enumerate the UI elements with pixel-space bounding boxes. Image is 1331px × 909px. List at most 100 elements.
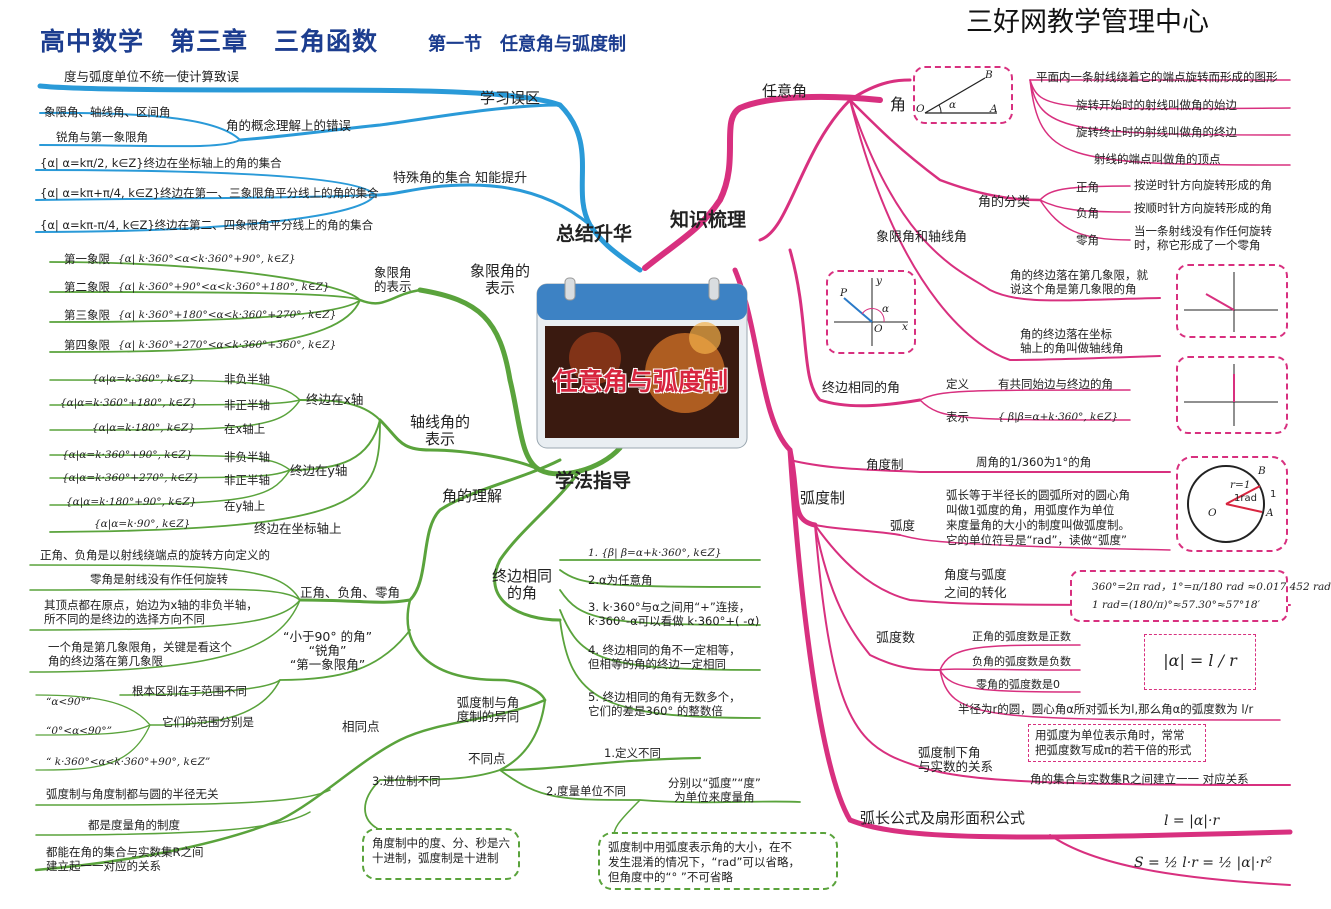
class-desc: 当一条射线没有作任何旋转 时，称它形成了一个零角	[1134, 224, 1272, 252]
special-label: 特殊角的集合 知能提升	[393, 171, 528, 186]
quadrant-sub: 象限角的表示	[374, 265, 412, 294]
quad-axis-label: 象限角和轴线角	[876, 230, 968, 245]
class-desc: 按顺时针方向旋转形成的角	[1134, 201, 1272, 215]
signs-item: 正角、负角是以射线绕端点的旋转方向定义的	[40, 548, 270, 562]
quadrant-label: 象限角的表示	[470, 262, 531, 297]
same-item: 都能在角的集合与实数集R之间 建立起一一对应的关系	[46, 845, 204, 873]
branch-method: 学法指导	[555, 470, 632, 492]
any-angle-label: 任意角	[762, 82, 808, 100]
angle-label: 角	[890, 95, 907, 114]
axis-def: 角的终边落在坐标 轴上的角叫做轴线角	[1020, 327, 1124, 355]
fig-label: 1	[1270, 489, 1277, 500]
quad-def: 角的终边落在第几象限，就 说这个角是第几象限的角	[1010, 268, 1148, 296]
center-image-text: 任意角与弧度制	[553, 367, 729, 396]
axis-name: 非正半轴	[224, 473, 270, 487]
radian-count-item: 负角的弧度数是负数	[972, 655, 1071, 668]
fig-label: y	[876, 275, 882, 287]
quadrant-diagram-icon	[1184, 272, 1278, 332]
angle-def: 平面内一条射线绕着它的端点旋转而形成的图形	[1036, 70, 1278, 84]
acute-range: “ k·360°<α<k·360°+90°, k∈Z”	[46, 756, 211, 768]
axis-expr: {α|α=k·180°, k∈Z}	[92, 422, 195, 434]
angle-def: 射线的端点叫做角的顶点	[1094, 152, 1221, 166]
angle-def: 旋转终止时的射线叫做角的终边	[1076, 125, 1237, 139]
coterminal-item: 4. 终边相同的角不一定相等， 但相等的角的终边一定相同	[588, 643, 741, 671]
fig-label: A	[1266, 507, 1274, 519]
area-formula: S = ½ l·r = ½ |α|·r²	[1134, 855, 1273, 871]
arc-formula: l = |α|·r	[1164, 813, 1220, 829]
circle-figure: B r=1 1rad 1 O A	[1176, 456, 1288, 552]
axis-name: 在y轴上	[224, 499, 266, 513]
axis-figure	[1176, 356, 1288, 434]
class-desc: 按逆时针方向旋转形成的角	[1134, 178, 1272, 192]
axis-expr: {α|α=k·360°, k∈Z}	[92, 373, 195, 385]
abs-formula: |α| = l / r	[1144, 634, 1256, 690]
special-item: {α| α=kπ/2, k∈Z}终边在坐标轴上的角的集合	[40, 156, 282, 170]
conversion-2: 1 rad=(180/π)°≈57.30°≈57°18′	[1092, 599, 1260, 611]
fig-label: x	[902, 321, 908, 333]
quadrant-name: 第四象限	[64, 338, 110, 352]
y-axis-label: 终边在y轴	[290, 463, 348, 478]
fig-label: B	[985, 69, 993, 81]
signs-label: 正角、负角、零角	[300, 585, 401, 600]
quadrant-expr: {α| k·360°+180°<α<k·360°+270°, k∈Z}	[118, 309, 337, 321]
conversion-1: 360°=2π rad，1°=π/180 rad ≈0.017 452 rad	[1092, 581, 1331, 593]
signs-item: 一个角是第几象限角，关键是看这个 角的终边落在第几象限	[48, 640, 232, 668]
diff-box-left: 角度制中的度、分、秒是六 十进制，弧度制是十进制	[362, 828, 520, 880]
radian-def: 弧长等于半径长的圆弧所对的圆心角 叫做1弧度的角，用弧度作为单位 来度量角的大小…	[946, 488, 1130, 547]
center-image: 任意角与弧度制	[535, 277, 749, 450]
axis-expr: {α|α=k·90°, k∈Z}	[94, 518, 191, 530]
radian-count-item: 零角的弧度数是0	[976, 678, 1060, 691]
special-item: {α| α=kπ-π/4, k∈Z}终边在第二、四象限角平分线上的角的集合	[40, 218, 374, 232]
axis-label: 轴线角的表示	[410, 413, 471, 448]
arc-label: 弧长公式及扇形面积公式	[860, 809, 1026, 827]
quadrant-figure	[1176, 264, 1288, 338]
axis-diagram-icon	[1184, 364, 1278, 426]
coterminal-item: 3. k·360°与α之间用“+”连接， k·360°-α可以看做 k·360°…	[588, 600, 760, 628]
fig-label: A	[990, 103, 998, 115]
k-coterminal-def-name: 定义	[946, 377, 969, 391]
org-name: 三好网教学管理中心	[966, 7, 1209, 38]
coterminal-item: 2.α为任意角	[588, 573, 653, 587]
mistake-concept-item: 锐角与第一象限角	[56, 130, 148, 144]
coordinate-diagram-icon	[834, 278, 908, 346]
radian-system-label: 弧度制	[800, 489, 846, 507]
axis-expr: {α|α=k·360°+180°, k∈Z}	[60, 397, 198, 409]
quadrant-name: 第三象限	[64, 308, 110, 322]
acute-range-label: 它们的范围分别是	[162, 715, 254, 729]
quadrant-name: 第一象限	[64, 252, 110, 266]
mistake-concept-label: 角的概念理解上的错误	[226, 118, 352, 133]
real-def: 角的集合与实数集R之间建立一一 对应关系	[1030, 772, 1249, 786]
signs-item: 零角是射线没有作任何旋转	[90, 572, 228, 586]
mistakes-label: 学习误区	[480, 89, 541, 107]
special-item: {α| α=kπ+π/4, k∈Z}终边在第一、三象限角平分线上的角的集合	[40, 186, 379, 200]
fig-label: O	[916, 103, 925, 115]
real-note: 用弧度为单位表示角时，常常 把弧度数写成π的若干倍的形式	[1028, 724, 1206, 762]
fig-label: 1rad	[1234, 493, 1257, 504]
mistake-concept-item: 象限角、轴线角、区间角	[44, 105, 171, 119]
degree-def: 周角的1/360为1°的角	[976, 455, 1092, 469]
coterminal-item: 1. {β| β=α+k·360°, k∈Z}	[588, 547, 722, 559]
page-subtitle: 第一节 任意角与弧度制	[428, 34, 626, 55]
diff-item: 2.度量单位不同	[546, 784, 626, 798]
conversion-label: 角度与弧度 之间的转化	[944, 567, 1007, 600]
radian-count-label: 弧度数	[876, 631, 916, 646]
signs-item: 其顶点都在原点，始边为x轴的非负半轴， 所不同的是终边的选择方向不同	[44, 598, 258, 626]
axis-name: 终边在坐标轴上	[254, 521, 342, 536]
mistake-unit: 度与弧度单位不统一使计算致误	[64, 69, 240, 84]
fig-label: B	[1258, 465, 1266, 477]
unit-circle-icon	[1187, 465, 1265, 543]
axis-name: 非正半轴	[224, 398, 270, 412]
diff-box-right: 弧度制中用弧度表示角的大小，在不 发生混淆的情况下，“rad”可以省略， 但角度…	[598, 832, 838, 890]
axis-expr: {α|α=k·360°+90°, k∈Z}	[62, 449, 193, 461]
radian-count-item: 正角的弧度数是正数	[972, 630, 1071, 643]
compare-label: 弧度制与角度制的异同	[456, 695, 520, 724]
class-name: 负角	[1076, 206, 1099, 220]
coterminal-label: 终边相同的角	[492, 567, 553, 602]
degree-system-label: 角度制	[866, 457, 904, 472]
conversion-box: 360°=2π rad，1°=π/180 rad ≈0.017 452 rad …	[1070, 570, 1331, 622]
quadrant-expr: {α| k·360°<α<k·360°+90°, k∈Z}	[118, 253, 296, 265]
fig-label: O	[1208, 507, 1217, 519]
class-name: 零角	[1076, 233, 1099, 247]
branch-summary: 总结升华	[556, 223, 633, 245]
